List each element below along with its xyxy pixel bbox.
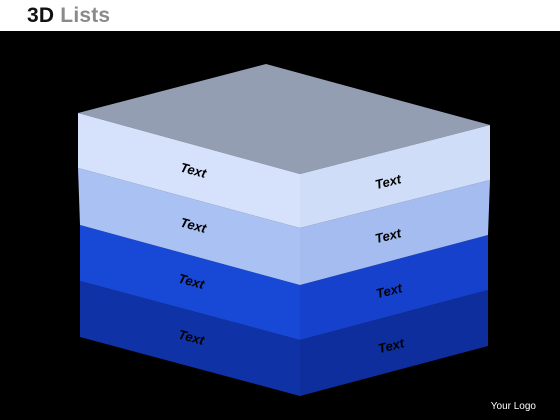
layer-3-side — [300, 235, 488, 340]
page-title: 3D Lists — [27, 4, 110, 28]
layer-3-right-label: Text — [374, 280, 404, 301]
layer-1: Text Text — [78, 64, 490, 228]
title-word-1: 3D — [27, 4, 55, 27]
layer-1-side — [300, 125, 490, 228]
layer-1-top — [78, 64, 490, 174]
layer-2-right-label: Text — [373, 225, 403, 246]
layer-3-front — [80, 225, 300, 340]
layer-3-left-label: Text — [177, 271, 207, 292]
title-word-2: Lists — [60, 4, 111, 27]
layer-1-front — [78, 113, 300, 228]
layer-2: Text Text — [78, 168, 490, 285]
layer-3: Text Text — [80, 225, 488, 340]
layer-1-left-label: Text — [179, 160, 209, 181]
title-bar: 3D Lists — [0, 0, 560, 31]
layer-2-front — [78, 168, 300, 285]
layer-2-left-label: Text — [179, 215, 209, 236]
logo-text: Your Logo — [490, 401, 536, 412]
layer-4-side — [300, 290, 488, 396]
layer-4-left-label: Text — [177, 327, 207, 348]
layer-4-right-label: Text — [376, 335, 406, 356]
stacked-layers-diagram: Text Text Text Text Text Text Text Text — [78, 64, 490, 396]
layer-2-side — [300, 180, 490, 285]
layer-4: Text Text — [80, 281, 488, 396]
layer-4-front — [80, 281, 300, 396]
diagram-canvas: Text Text Text Text Text Text Text Text … — [0, 31, 560, 420]
layer-1-right-label: Text — [373, 171, 403, 192]
